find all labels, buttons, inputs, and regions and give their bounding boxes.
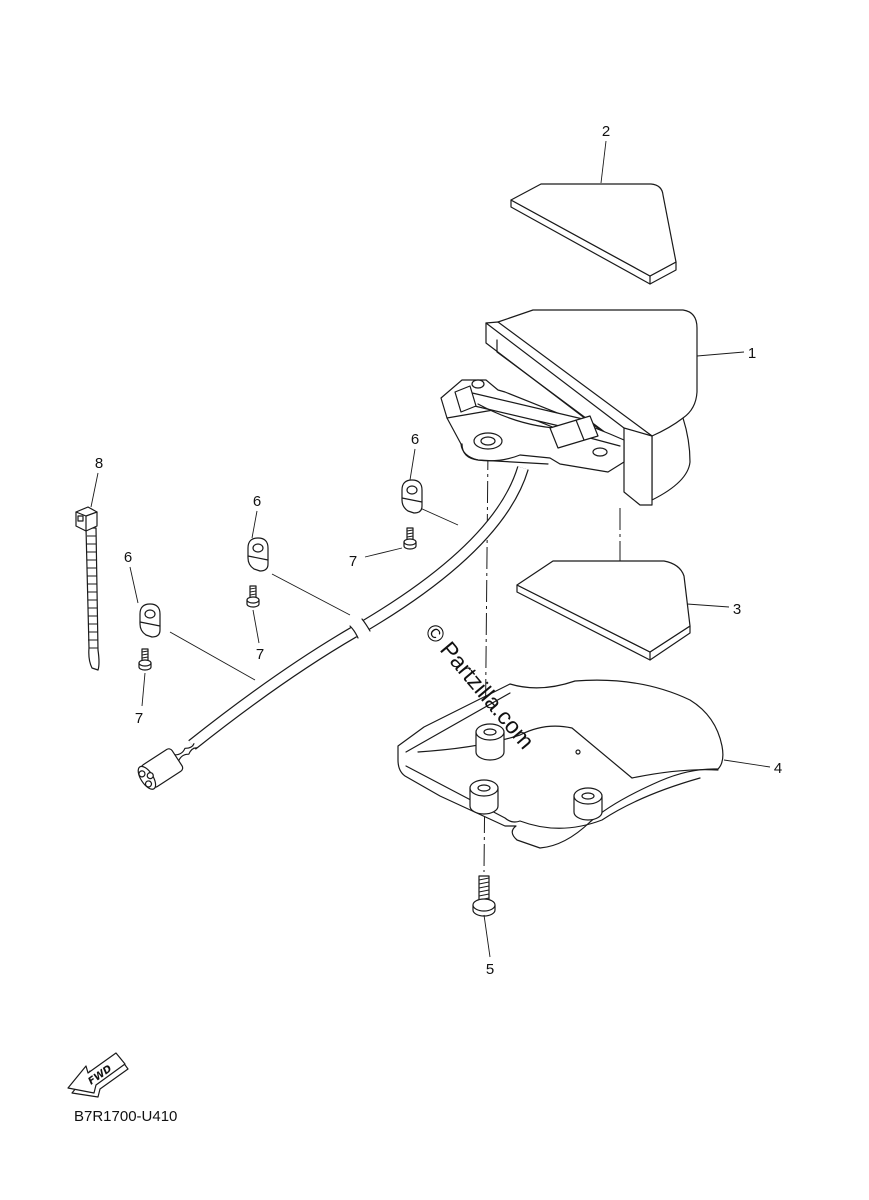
part-7-screw-left — [138, 648, 152, 671]
callout-part-3: 3 — [733, 601, 741, 618]
callout-part-4: 4 — [774, 760, 782, 777]
boss-upper — [475, 723, 505, 761]
boss-lower-right — [573, 787, 603, 821]
clamp-leader-right — [419, 507, 459, 526]
callout-part-6-left: 6 — [124, 549, 132, 566]
callout-part-7-left: 7 — [135, 710, 143, 727]
mount-centerline — [483, 447, 489, 873]
part-2-pad — [510, 183, 677, 285]
callout-part-6-middle: 6 — [253, 493, 261, 510]
boss-lower-left — [469, 779, 499, 815]
wire-harness — [137, 466, 529, 790]
callout-part-8: 8 — [95, 455, 103, 472]
part-7-screw-middle — [246, 585, 260, 608]
part-8-cable-tie — [75, 506, 100, 671]
callout-part-5: 5 — [486, 961, 494, 978]
part-5-screw — [472, 875, 496, 917]
callout-part-1: 1 — [748, 345, 756, 362]
callout-part-7-right: 7 — [349, 553, 357, 570]
part-6-clamp-right — [401, 479, 423, 514]
callout-part-7-middle: 7 — [256, 646, 264, 663]
part-1-taillight-housing — [440, 309, 698, 506]
clamp-leader-middle — [271, 573, 351, 616]
part-4-lens — [397, 679, 724, 849]
part-7-screw-right — [403, 527, 417, 550]
part-6-clamp-middle — [247, 537, 269, 572]
callout-leaders — [90, 140, 771, 958]
part-3-pad — [516, 560, 691, 661]
harness-connector — [137, 743, 198, 790]
callout-part-6-right: 6 — [411, 431, 419, 448]
clamp-leader-left — [169, 631, 256, 681]
callout-part-2: 2 — [602, 123, 610, 140]
diagram-code: B7R1700-U410 — [74, 1108, 177, 1125]
part-6-clamp-left — [139, 603, 161, 638]
